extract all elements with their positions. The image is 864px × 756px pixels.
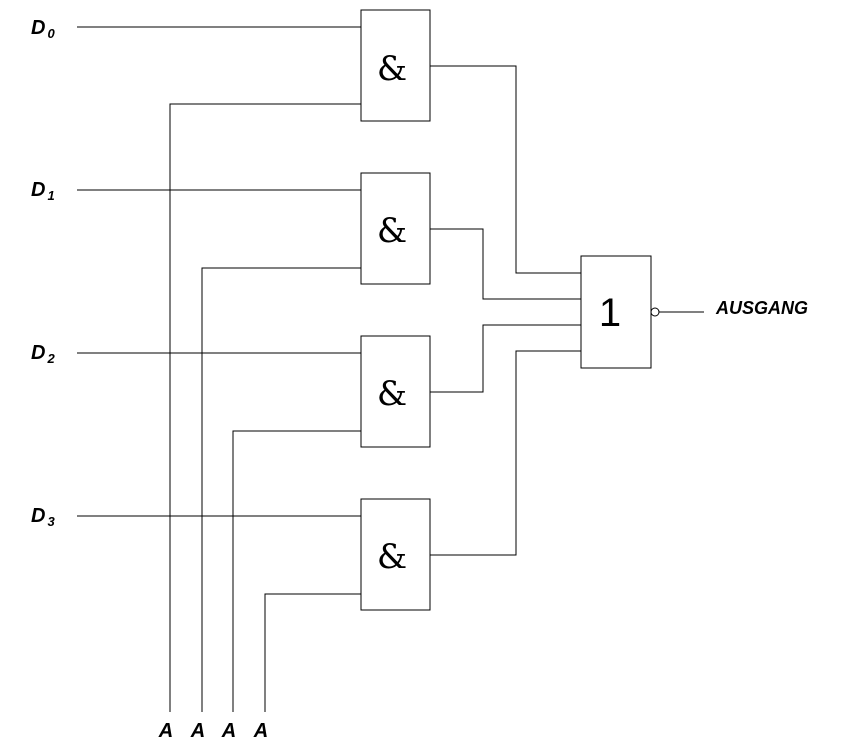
address-label-1: A — [158, 720, 173, 742]
data-input-wires — [77, 26, 361, 517]
and-gate-3 — [360, 335, 431, 448]
and-gate-1-symbol: & — [377, 49, 407, 89]
and-gate-2-symbol: & — [377, 211, 407, 251]
or-gate: 1 — [580, 255, 704, 369]
or-gate-box — [580, 255, 652, 369]
address-label-2: A — [190, 720, 205, 742]
and-gate-4-symbol: & — [377, 537, 407, 577]
address-wire-1 — [169, 103, 361, 712]
and-gate-1 — [360, 9, 431, 122]
and-gates: & & & & — [360, 9, 431, 611]
address-wire-4 — [264, 593, 361, 712]
address-label-3: A — [221, 720, 236, 742]
address-wire-3 — [232, 430, 361, 712]
and-output-wire-3 — [430, 324, 581, 393]
and-output-wire-4 — [430, 350, 581, 556]
and-gate-4 — [360, 498, 431, 611]
or-gate-symbol: 1 — [599, 291, 621, 335]
and-output-wire-1 — [430, 65, 581, 274]
address-label-4: A — [253, 720, 268, 742]
address-labels: A A A A — [158, 720, 268, 742]
inverter-bubble — [650, 307, 660, 317]
and-gate-2 — [360, 172, 431, 285]
and-output-wires — [430, 65, 581, 556]
address-wires — [169, 103, 361, 712]
and-output-wire-2 — [430, 228, 581, 300]
and-gate-3-symbol: & — [377, 374, 407, 414]
address-wire-2 — [201, 267, 361, 712]
output-label: AUSGANG — [715, 298, 808, 318]
